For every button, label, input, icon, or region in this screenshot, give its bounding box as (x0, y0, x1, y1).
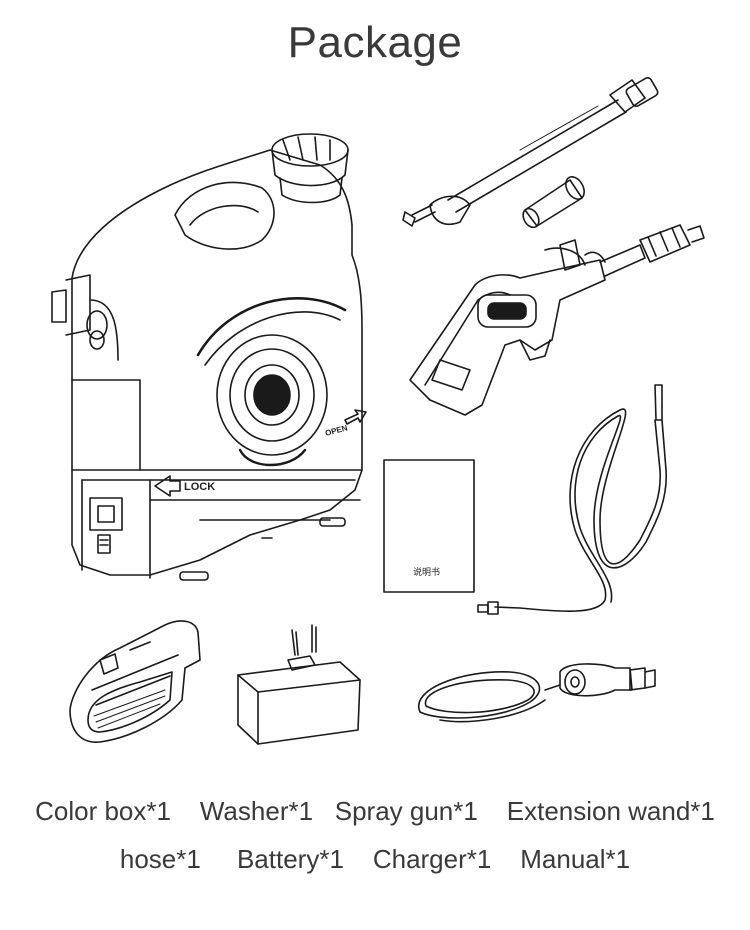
item-battery: Battery*1 (236, 844, 344, 874)
extension-wand-illustration (402, 77, 659, 229)
item-extension-wand: Extension wand*1 (506, 796, 715, 826)
package-illustrations: LOCK OPEN 说明书 (51, 77, 705, 745)
spray-gun-illustration (409, 224, 705, 416)
lock-label: LOCK (184, 481, 215, 493)
item-charger: Charger*1 (372, 844, 492, 874)
manual-illustration (383, 459, 475, 593)
car-charger-cable-illustration (417, 663, 656, 723)
item-color-box: Color box*1 (35, 796, 171, 826)
item-washer: Washer*1 (199, 796, 314, 826)
item-hose: hose*1 (119, 844, 201, 874)
hose-illustration (477, 384, 667, 615)
caption-line-2: hose*1 Battery*1 Charger*1 Manual*1 (0, 844, 750, 875)
caption-line-1: Color box*1 Washer*1 Spray gun*1 Extensi… (0, 796, 750, 827)
item-spray-gun: Spray gun*1 (334, 796, 478, 826)
page-title: Package (287, 18, 463, 67)
battery-illustration (69, 620, 201, 743)
open-label: OPEN (324, 423, 348, 438)
washer-illustration (51, 133, 367, 581)
charger-illustration (237, 624, 361, 745)
item-manual: Manual*1 (520, 844, 631, 874)
manual-label: 说明书 (413, 566, 440, 578)
